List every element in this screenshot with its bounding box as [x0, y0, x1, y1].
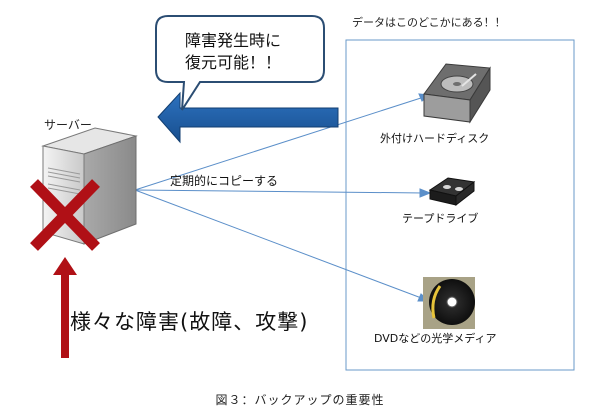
connector-hdd: [134, 96, 425, 191]
failure-caption: 様々な障害(故障、攻撃): [70, 310, 309, 334]
storage-area-box: [345, 39, 575, 371]
speech-bubble-text: 障害発生時に 復元可能！！: [158, 30, 308, 74]
server-label: サーバー: [44, 118, 92, 132]
connector-tape-arrowhead: [419, 188, 432, 198]
connector-dvd: [134, 189, 425, 300]
media-label-tape: テープドライブ: [402, 212, 479, 225]
speech-bubble-line-2: 復元可能！！: [184, 53, 281, 72]
backup-action-label: 定期的にコピーする: [170, 174, 279, 188]
optical-disc-icon: [423, 277, 475, 329]
tape-cartridge-icon: [428, 177, 476, 207]
connector-tape: [134, 189, 425, 194]
storage-area-title: データはこのどこかにある！！: [352, 16, 506, 29]
restore-arrow: [157, 91, 339, 144]
speech-bubble: [155, 15, 325, 111]
failure-arrow: [53, 257, 77, 358]
media-label-dvd: DVDなどの光学メディア: [374, 332, 497, 345]
figure-caption: 図３：バックアップの重要性: [215, 393, 385, 407]
failure-x-icon: [30, 179, 100, 251]
speech-bubble-line-1: 障害発生時に: [184, 31, 281, 50]
media-label-hdd: 外付けハードディスク: [380, 132, 490, 145]
hard-disk-icon: [423, 63, 491, 124]
